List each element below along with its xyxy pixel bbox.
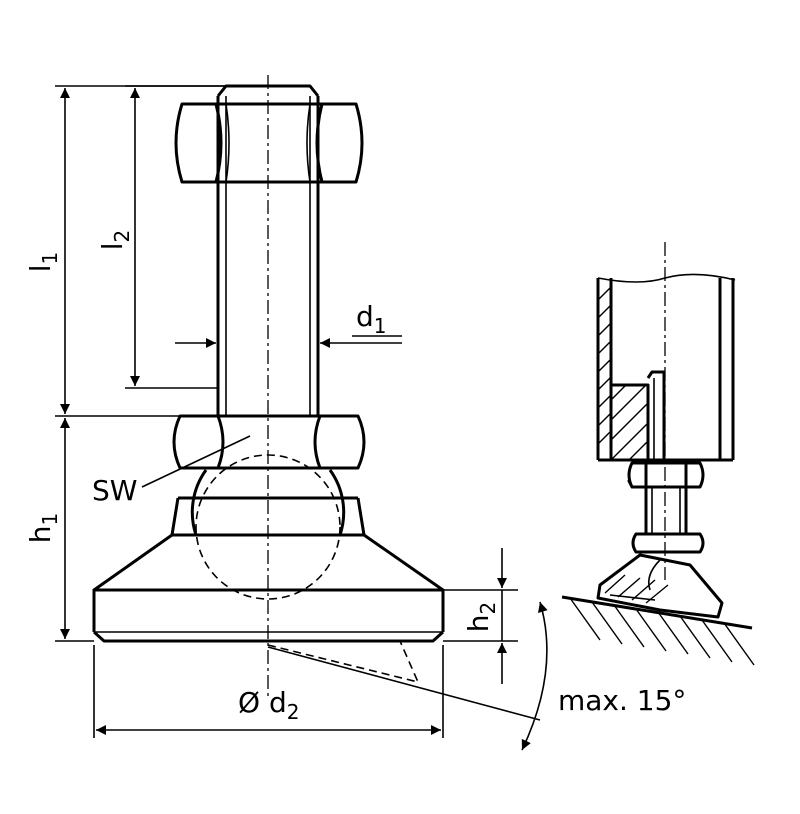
ground-hatch [569,597,755,666]
ball-visible [190,469,208,536]
label-h1: h1 [24,513,62,543]
top-hex-nut [174,102,364,184]
tilted-base-outline [267,640,420,684]
tilted-foot [596,553,724,619]
sloped-ground [561,595,753,630]
dim-angle-arc [521,601,548,751]
lower-hex-nut [172,414,366,470]
label-d1: d1 [356,300,387,338]
base-collar [170,496,366,537]
base-foot [92,533,445,643]
label-angle: max. 15° [558,684,686,717]
installation-view [561,242,755,666]
main-view [92,75,541,721]
tube-insert [609,383,650,462]
label-d2: Ø d2 [238,686,299,724]
label-l2: l2 [96,230,134,251]
label-l1: l1 [24,252,62,273]
ball-joint-hidden [195,454,341,600]
sw-leader [141,435,251,488]
foot-hatch [604,574,669,604]
label-h2: h2 [462,602,500,632]
tube-wall-hatch [597,286,612,445]
label-sw: SW [92,474,137,507]
dimensions: l1 l2 h1 h2 d1 Ø d2 SW max. 15° [24,85,686,751]
